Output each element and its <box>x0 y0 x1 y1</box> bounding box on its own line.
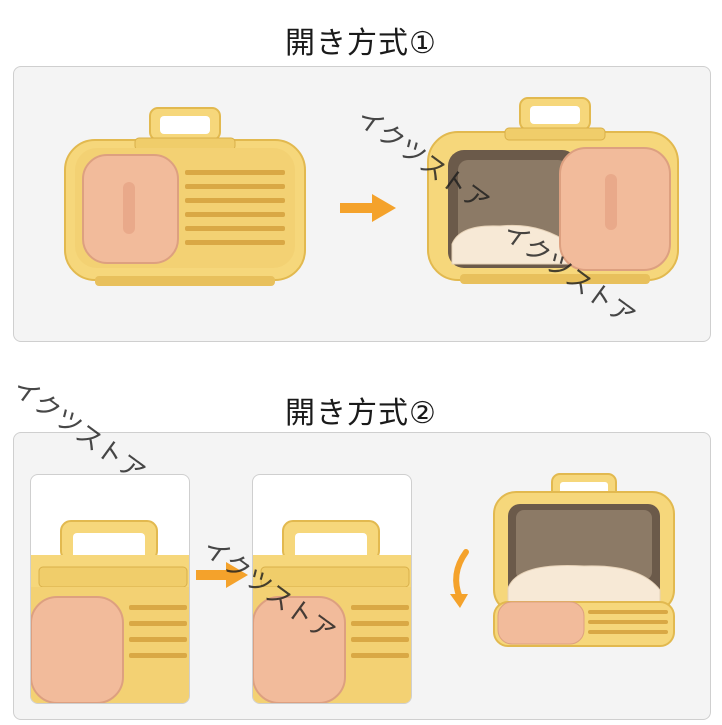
carrier-flipped-open-image <box>493 473 675 647</box>
carrier-closeup-unlocked-image <box>253 520 411 703</box>
closeup-unlocked-panel <box>252 474 412 704</box>
carrier-closed-image <box>64 107 306 286</box>
curved-arrow-down-icon <box>450 549 469 608</box>
right-arrow-icon <box>196 562 248 588</box>
section1-title: 開き方式① <box>285 26 437 61</box>
section2-title: 開き方式② <box>285 396 437 431</box>
carrier-open-image <box>427 97 679 284</box>
carrier-closeup-closed-image <box>31 520 189 703</box>
right-arrow-icon <box>340 194 396 222</box>
closeup-closed-panel <box>30 474 190 704</box>
